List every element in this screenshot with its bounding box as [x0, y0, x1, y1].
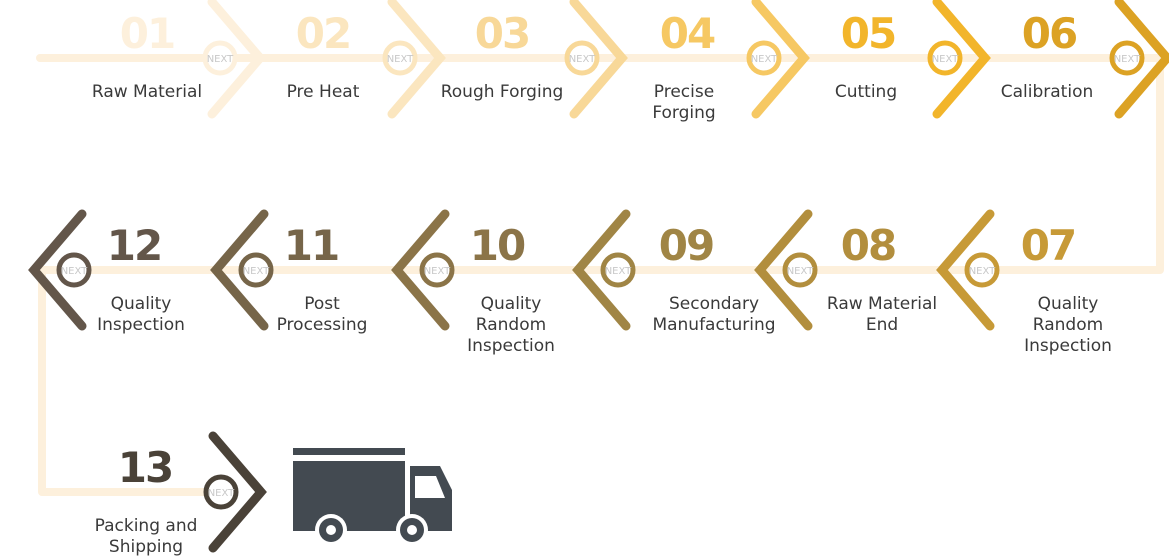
next-label: NEXT	[932, 54, 959, 65]
step-label: Quality	[1038, 294, 1099, 314]
next-ring	[964, 252, 1000, 288]
next-label: NEXT	[569, 54, 596, 65]
truck-wheel-hub	[326, 525, 336, 535]
next-label: NEXT	[751, 54, 778, 65]
step-label: Raw Material	[92, 82, 202, 102]
next-ring	[56, 252, 92, 288]
next-ring	[600, 252, 636, 288]
step-label: Secondary	[669, 294, 759, 314]
step-label: Inspection	[1024, 336, 1112, 356]
chevron-icon	[387, 0, 446, 119]
step-label: Processing	[277, 315, 368, 335]
step-number: 13	[118, 443, 172, 492]
step-label: Quality	[111, 294, 172, 314]
next-ring	[746, 40, 782, 76]
step-label: Inspection	[467, 336, 555, 356]
step-label: Raw Material	[827, 294, 937, 314]
step-number: 12	[107, 221, 161, 270]
step-number: 10	[470, 221, 525, 270]
chevron-icon	[754, 209, 813, 331]
next-ring	[238, 252, 274, 288]
truck-icon	[293, 448, 452, 546]
next-label: NEXT	[208, 488, 235, 499]
step-label: Forging	[652, 103, 715, 123]
chevron-icon	[936, 209, 995, 331]
next-ring	[782, 252, 818, 288]
step-label: Pre Heat	[287, 82, 360, 102]
next-label: NEXT	[61, 266, 88, 277]
next-ring	[564, 40, 600, 76]
step-label: Cutting	[835, 82, 897, 102]
step-label: Precise	[654, 82, 714, 102]
truck-roof	[293, 448, 405, 455]
step-number: 01	[120, 9, 174, 58]
next-label: NEXT	[969, 266, 996, 277]
next-label: NEXT	[207, 54, 234, 65]
chevron-icon	[932, 0, 991, 119]
chevron-icon	[1114, 0, 1169, 119]
step-number: 11	[284, 221, 338, 270]
step-number: 09	[659, 221, 713, 270]
chevron-icon	[28, 209, 87, 331]
step-number: 08	[841, 221, 895, 270]
step-number: 05	[841, 9, 895, 58]
step-label: Quality	[481, 294, 542, 314]
next-ring	[203, 474, 239, 510]
chevron-icon	[391, 209, 450, 331]
step-label: Random	[476, 315, 546, 335]
truck-window	[415, 476, 445, 498]
step-label: Manufacturing	[652, 315, 775, 335]
next-label: NEXT	[424, 266, 451, 277]
step-number: 06	[1022, 9, 1076, 58]
next-ring	[202, 40, 238, 76]
next-ring	[382, 40, 418, 76]
next-label: NEXT	[787, 266, 814, 277]
step-label: Inspection	[97, 315, 185, 335]
chevron-icon	[751, 0, 810, 119]
chevron-icon	[569, 0, 628, 119]
step-number: 03	[475, 9, 529, 58]
step-label: Random	[1033, 315, 1103, 335]
step-label: Packing and	[95, 516, 198, 536]
chevron-icon	[572, 209, 631, 331]
step-number: 04	[660, 9, 715, 58]
step-number: 07	[1021, 221, 1075, 270]
truck-wheel-hub	[407, 525, 417, 535]
step-label: Post	[304, 294, 340, 314]
step-label: End	[866, 315, 898, 335]
next-label: NEXT	[387, 54, 414, 65]
step-label: Shipping	[109, 537, 183, 557]
next-label: NEXT	[243, 266, 270, 277]
next-label: NEXT	[605, 266, 632, 277]
chevron-icon	[208, 431, 267, 553]
truck-cargo	[293, 461, 405, 531]
next-label: NEXT	[1114, 54, 1141, 65]
step-number: 02	[296, 9, 350, 58]
next-ring	[927, 40, 963, 76]
step-label: Calibration	[1001, 82, 1094, 102]
next-ring	[1109, 40, 1145, 76]
next-ring	[419, 252, 455, 288]
step-label: Rough Forging	[441, 82, 564, 102]
chevron-icon	[207, 0, 266, 119]
chevron-icon	[210, 209, 269, 331]
